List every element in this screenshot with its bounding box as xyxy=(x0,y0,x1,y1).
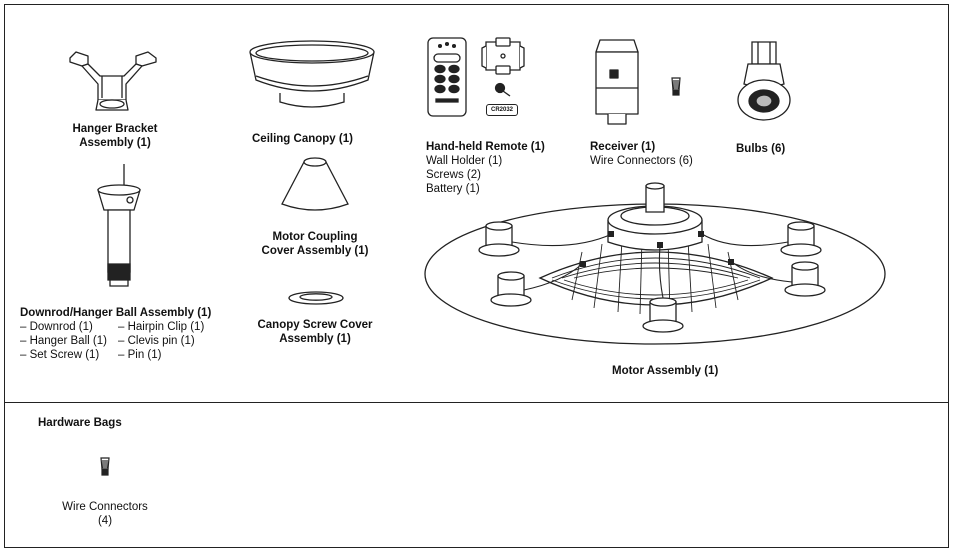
hardware-wire-connectors-line2: (4) xyxy=(97,515,113,527)
hanger-bracket-label: Hanger Bracket Assembly (1) xyxy=(50,122,180,150)
set-screw-part: – Set Screw (1) xyxy=(20,349,100,361)
remote-illustration xyxy=(426,36,468,118)
pin-part: – Pin (1) xyxy=(118,349,162,361)
ceiling-canopy-label: Ceiling Canopy (1) xyxy=(252,133,353,145)
hardware-wire-connectors-line1: Wire Connectors xyxy=(62,501,148,513)
battery-label: CR2032 xyxy=(490,107,513,113)
hardware-wire-connectors-label: Wire Connectors (4) xyxy=(40,500,170,528)
receiver-wire-connector-icon xyxy=(670,76,682,96)
receiver-wire-connectors-label: Wire Connectors (6) xyxy=(590,155,693,167)
hardware-bags-title: Hardware Bags xyxy=(38,417,122,429)
clevis-pin-part: – Clevis pin (1) xyxy=(118,335,195,347)
bulb-illustration xyxy=(734,38,794,122)
wall-holder-label: Wall Holder (1) xyxy=(426,155,503,167)
motor-coupling-cover-illustration xyxy=(280,156,350,214)
hanger-bracket-illustration xyxy=(62,44,162,116)
screw-icon xyxy=(494,82,512,98)
canopy-screw-cover-label-line2: Assembly (1) xyxy=(279,333,351,345)
downrod-label: Downrod/Hanger Ball Assembly (1) xyxy=(20,307,212,319)
battery-illustration: CR2032 xyxy=(486,104,518,116)
downrod-part: – Downrod (1) xyxy=(20,321,93,333)
remote-label-group: Hand-held Remote (1) Wall Holder (1) Scr… xyxy=(426,140,545,196)
downrod-row: – Hanger Ball (1) – Clevis pin (1) xyxy=(20,334,250,348)
section-divider xyxy=(4,402,949,403)
motor-coupling-label: Motor Coupling Cover Assembly (1) xyxy=(244,230,386,258)
hanger-bracket-label-line1: Hanger Bracket xyxy=(72,123,158,135)
hardware-wire-connector-icon xyxy=(99,456,111,476)
motor-assembly-illustration xyxy=(422,182,888,352)
canopy-screw-cover-label-line1: Canopy Screw Cover xyxy=(257,319,373,331)
receiver-label-group: Receiver (1) Wire Connectors (6) xyxy=(590,140,693,168)
motor-assembly-label: Motor Assembly (1) xyxy=(612,365,719,377)
downrod-illustration xyxy=(94,162,144,288)
ceiling-canopy-illustration xyxy=(246,38,378,110)
motor-coupling-label-line2: Cover Assembly (1) xyxy=(261,245,369,257)
parts-sheet-border xyxy=(4,4,949,548)
canopy-screw-cover-label: Canopy Screw Cover Assembly (1) xyxy=(244,318,386,346)
downrod-label-group: Downrod/Hanger Ball Assembly (1) – Downr… xyxy=(20,306,250,362)
hanger-bracket-label-line2: Assembly (1) xyxy=(79,137,151,149)
hanger-ball-part: – Hanger Ball (1) xyxy=(20,335,107,347)
battery-count-label: Battery (1) xyxy=(426,183,480,195)
receiver-illustration xyxy=(592,38,642,126)
canopy-screw-cover-illustration xyxy=(287,290,345,306)
downrod-row: – Set Screw (1) – Pin (1) xyxy=(20,348,250,362)
receiver-label: Receiver (1) xyxy=(590,141,656,153)
remote-label: Hand-held Remote (1) xyxy=(426,141,545,153)
wall-holder-illustration xyxy=(482,36,524,76)
downrod-row: – Downrod (1) – Hairpin Clip (1) xyxy=(20,320,250,334)
bulbs-label: Bulbs (6) xyxy=(736,143,786,155)
screws-label: Screws (2) xyxy=(426,169,481,181)
motor-coupling-label-line1: Motor Coupling xyxy=(272,231,358,243)
hairpin-clip-part: – Hairpin Clip (1) xyxy=(118,321,205,333)
